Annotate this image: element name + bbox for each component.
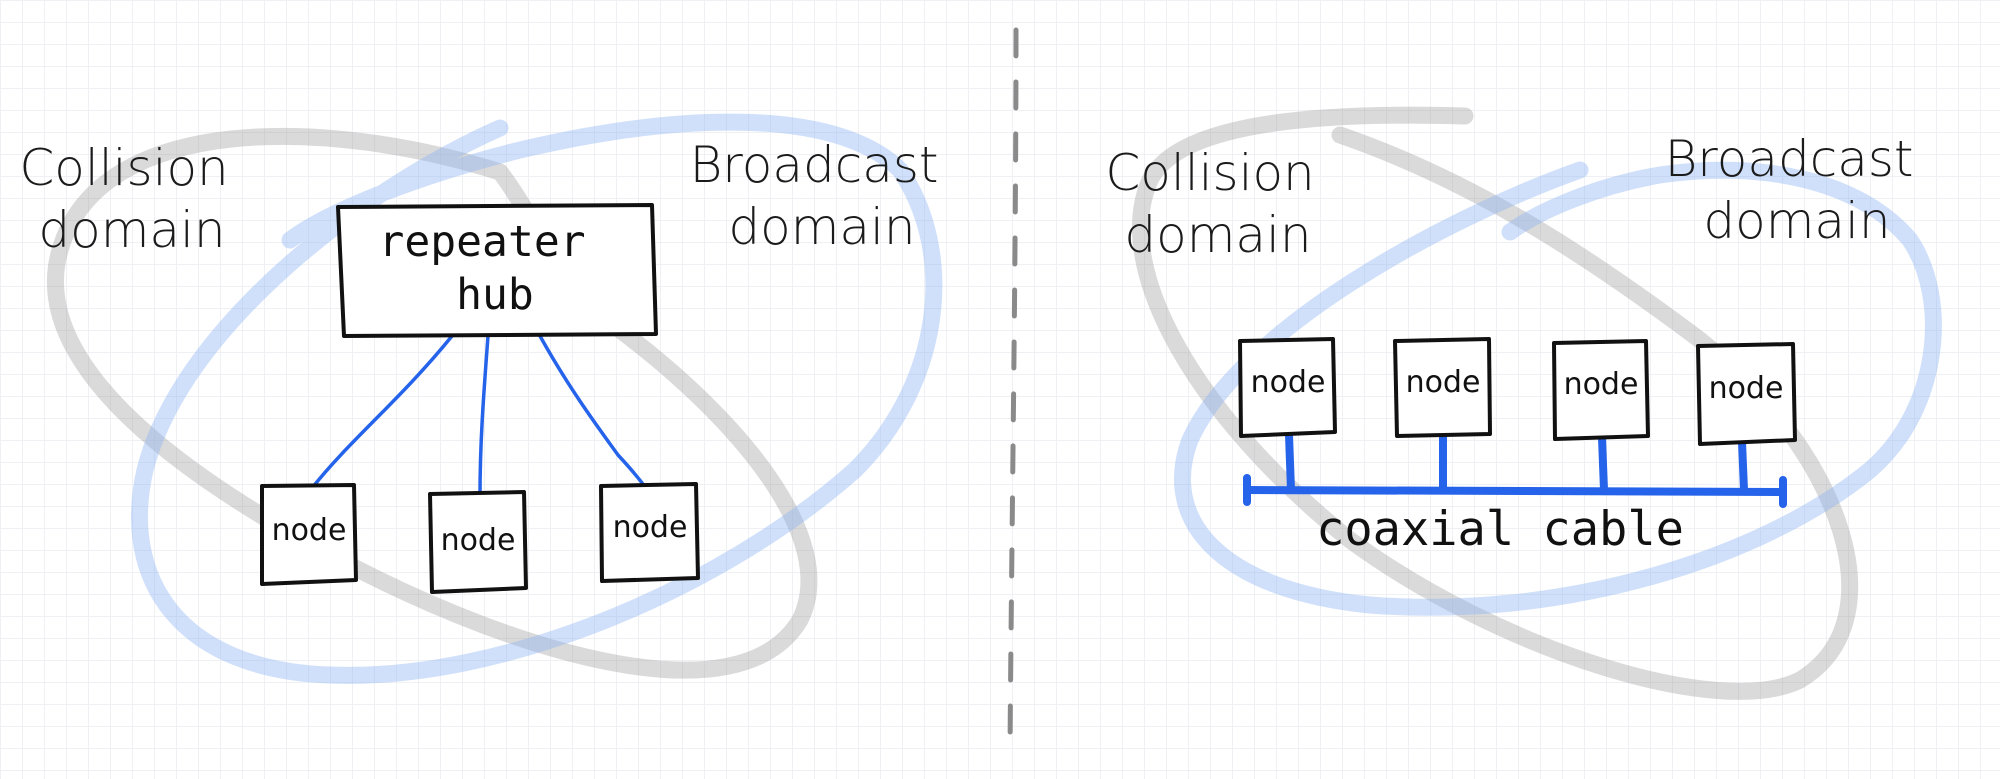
node-label: node xyxy=(1251,365,1326,400)
hub-link-2 xyxy=(478,334,490,497)
bus-tap-4 xyxy=(1738,438,1748,494)
hub-node-2: node xyxy=(428,490,528,594)
coaxial-cable-label: coaxial cable xyxy=(1316,502,1684,557)
left-collision-domain-ring xyxy=(47,127,818,679)
node-label: node xyxy=(272,513,347,548)
hub-link-3 xyxy=(538,334,648,490)
right-collision-domain-ring xyxy=(1132,106,1858,700)
left-broadcast-domain-label: Broadcast domain xyxy=(690,136,955,256)
repeater-hub: repeater hub xyxy=(336,203,658,338)
bus-node-1: node xyxy=(1238,337,1337,438)
bus-node-2: node xyxy=(1393,337,1492,438)
right-collision-domain-label: Collision domain xyxy=(1105,144,1330,264)
hub-link-1 xyxy=(310,334,454,490)
hub-node-1: node xyxy=(260,483,358,586)
repeater-hub-label: repeater hub xyxy=(379,217,612,320)
coaxial-cable-bus xyxy=(1243,486,1787,496)
right-broadcast-domain-label: Broadcast domain xyxy=(1665,130,1930,250)
node-label: node xyxy=(613,510,688,545)
node-label: node xyxy=(441,523,516,558)
hub-node-3: node xyxy=(599,482,700,583)
right-panel-coax: Collision domain Broadcast domain coaxia… xyxy=(1105,106,1942,700)
bus-node-4: node xyxy=(1696,342,1797,446)
panel-divider xyxy=(1007,27,1019,753)
bus-node-3: node xyxy=(1552,339,1650,441)
bus-tap-1 xyxy=(1285,431,1295,494)
left-broadcast-domain-ring xyxy=(131,113,943,684)
node-label: node xyxy=(1564,367,1639,402)
bus-tap-3 xyxy=(1598,434,1608,494)
node-label: node xyxy=(1709,371,1784,406)
right-broadcast-domain-ring xyxy=(1174,161,1942,616)
left-collision-domain-label: Collision domain xyxy=(19,139,244,259)
node-label: node xyxy=(1406,365,1481,400)
left-panel-hub: Collision domain Broadcast domain repeat… xyxy=(19,113,955,684)
